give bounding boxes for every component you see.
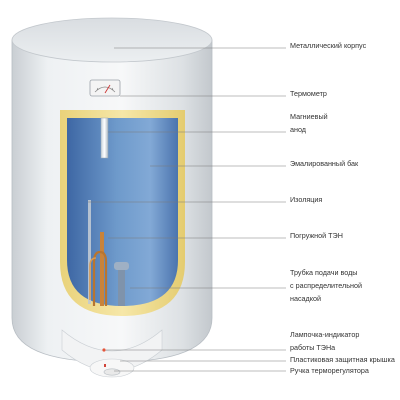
- inlet-pipe: [88, 200, 91, 304]
- label-thermometer: Термометр: [290, 89, 327, 98]
- heating-element: [89, 232, 108, 306]
- thermometer-icon: [89, 79, 121, 97]
- plastic-cover: [61, 329, 163, 378]
- indicator-lamp: [102, 348, 106, 352]
- thermostat-sensor: [114, 262, 129, 306]
- magnesium-anode: [100, 117, 109, 159]
- label-plastic-cover: Пластиковая защитная крышка: [290, 355, 395, 364]
- label-inlet-pipe-3: насадкой: [290, 294, 321, 303]
- thermostat-knob: [103, 364, 121, 376]
- label-inlet-pipe-2: с распределительной: [290, 281, 362, 290]
- label-indicator-lamp-1: Лампочка-индикатор: [290, 330, 360, 339]
- label-magnesium-anode-1: Магниевый: [290, 112, 328, 121]
- label-insulation: Изоляция: [290, 195, 323, 204]
- label-magnesium-anode-2: анод: [290, 125, 306, 134]
- label-enamel-tank: Эмалированный бак: [290, 159, 359, 168]
- leader-lines: [88, 47, 286, 372]
- label-inlet-pipe-1: Трубка подачи воды: [290, 268, 358, 277]
- label-thermostat-knob: Ручка терморегулятора: [290, 366, 369, 375]
- label-heating-element: Погружной ТЭН: [290, 231, 343, 240]
- label-metal-body: Металлический корпус: [290, 41, 367, 50]
- label-indicator-lamp-2: работы ТЭНа: [290, 343, 336, 352]
